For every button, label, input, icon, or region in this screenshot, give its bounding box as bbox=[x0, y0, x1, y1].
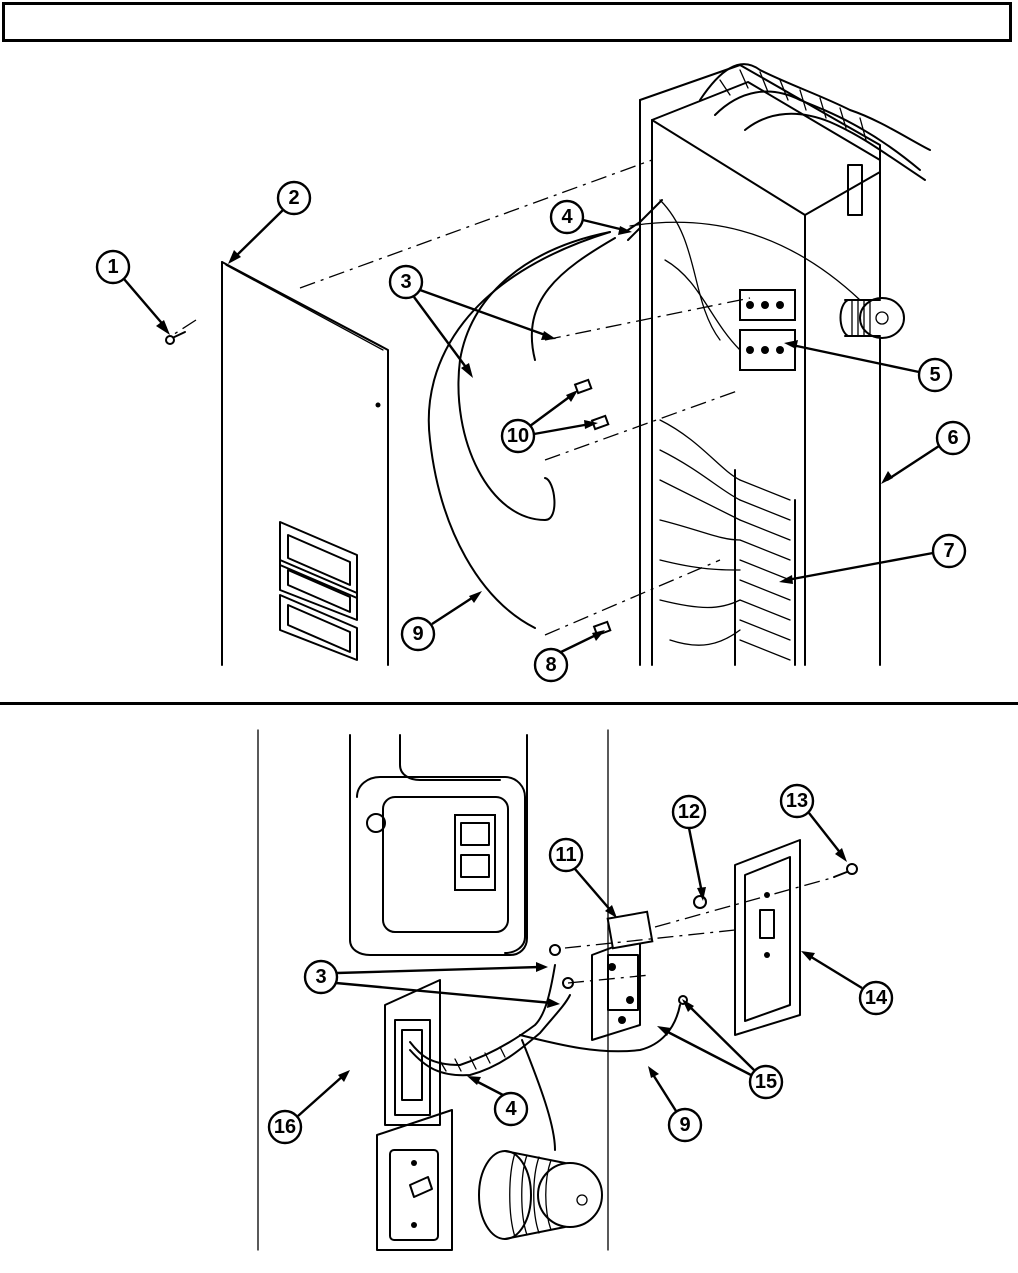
callout-15: 15 bbox=[750, 1066, 782, 1098]
top-illustration: 1 2 3 4 5 6 7 8 9 10 bbox=[0, 0, 1018, 700]
callout-9-bottom: 9 bbox=[669, 1109, 701, 1141]
svg-text:9: 9 bbox=[679, 1114, 690, 1136]
callout-9: 9 bbox=[402, 618, 434, 650]
callout-11: 11 bbox=[550, 839, 582, 871]
callout-16: 16 bbox=[269, 1111, 301, 1143]
svg-text:8: 8 bbox=[545, 654, 556, 676]
svg-text:15: 15 bbox=[755, 1071, 777, 1093]
callout-10: 10 bbox=[502, 420, 534, 452]
callout-3-bottom: 3 bbox=[305, 961, 337, 993]
callout-6: 6 bbox=[937, 422, 969, 454]
callout-7: 7 bbox=[933, 535, 965, 567]
callout-4-bottom: 4 bbox=[495, 1093, 527, 1125]
svg-text:3: 3 bbox=[400, 271, 411, 293]
svg-text:16: 16 bbox=[274, 1116, 296, 1138]
screw-icon-bottom bbox=[679, 864, 857, 1004]
svg-text:1: 1 bbox=[107, 256, 118, 278]
svg-text:9: 9 bbox=[412, 623, 423, 645]
cable-reel-icon-bottom bbox=[479, 1040, 602, 1239]
panel-cover-icon bbox=[222, 262, 388, 665]
svg-text:6: 6 bbox=[947, 427, 958, 449]
callout-4: 4 bbox=[551, 201, 583, 233]
svg-text:12: 12 bbox=[678, 801, 700, 823]
svg-text:11: 11 bbox=[555, 844, 576, 866]
svg-text:7: 7 bbox=[943, 540, 954, 562]
cover-plate-icon bbox=[735, 840, 800, 1035]
callout-3: 3 bbox=[390, 266, 422, 298]
svg-text:4: 4 bbox=[561, 206, 573, 228]
callout-2: 2 bbox=[278, 182, 310, 214]
svg-text:4: 4 bbox=[505, 1098, 517, 1120]
svg-text:2: 2 bbox=[288, 187, 299, 209]
callout-14: 14 bbox=[860, 982, 892, 1014]
cable-reel-icon bbox=[841, 298, 905, 338]
callout-5: 5 bbox=[919, 359, 951, 391]
svg-text:13: 13 bbox=[786, 790, 808, 812]
callout-8: 8 bbox=[535, 649, 567, 681]
callout-1: 1 bbox=[97, 251, 129, 283]
wall-switch-icon bbox=[377, 1110, 452, 1250]
svg-text:10: 10 bbox=[507, 425, 529, 447]
svg-text:14: 14 bbox=[865, 987, 888, 1009]
callout-12: 12 bbox=[673, 796, 705, 828]
bottom-illustration: 3 4 9 11 12 13 14 15 16 bbox=[0, 705, 1018, 1273]
outlet-box-icon bbox=[350, 735, 527, 955]
svg-text:3: 3 bbox=[315, 966, 326, 988]
callout-13: 13 bbox=[781, 785, 813, 817]
svg-text:5: 5 bbox=[929, 364, 940, 386]
